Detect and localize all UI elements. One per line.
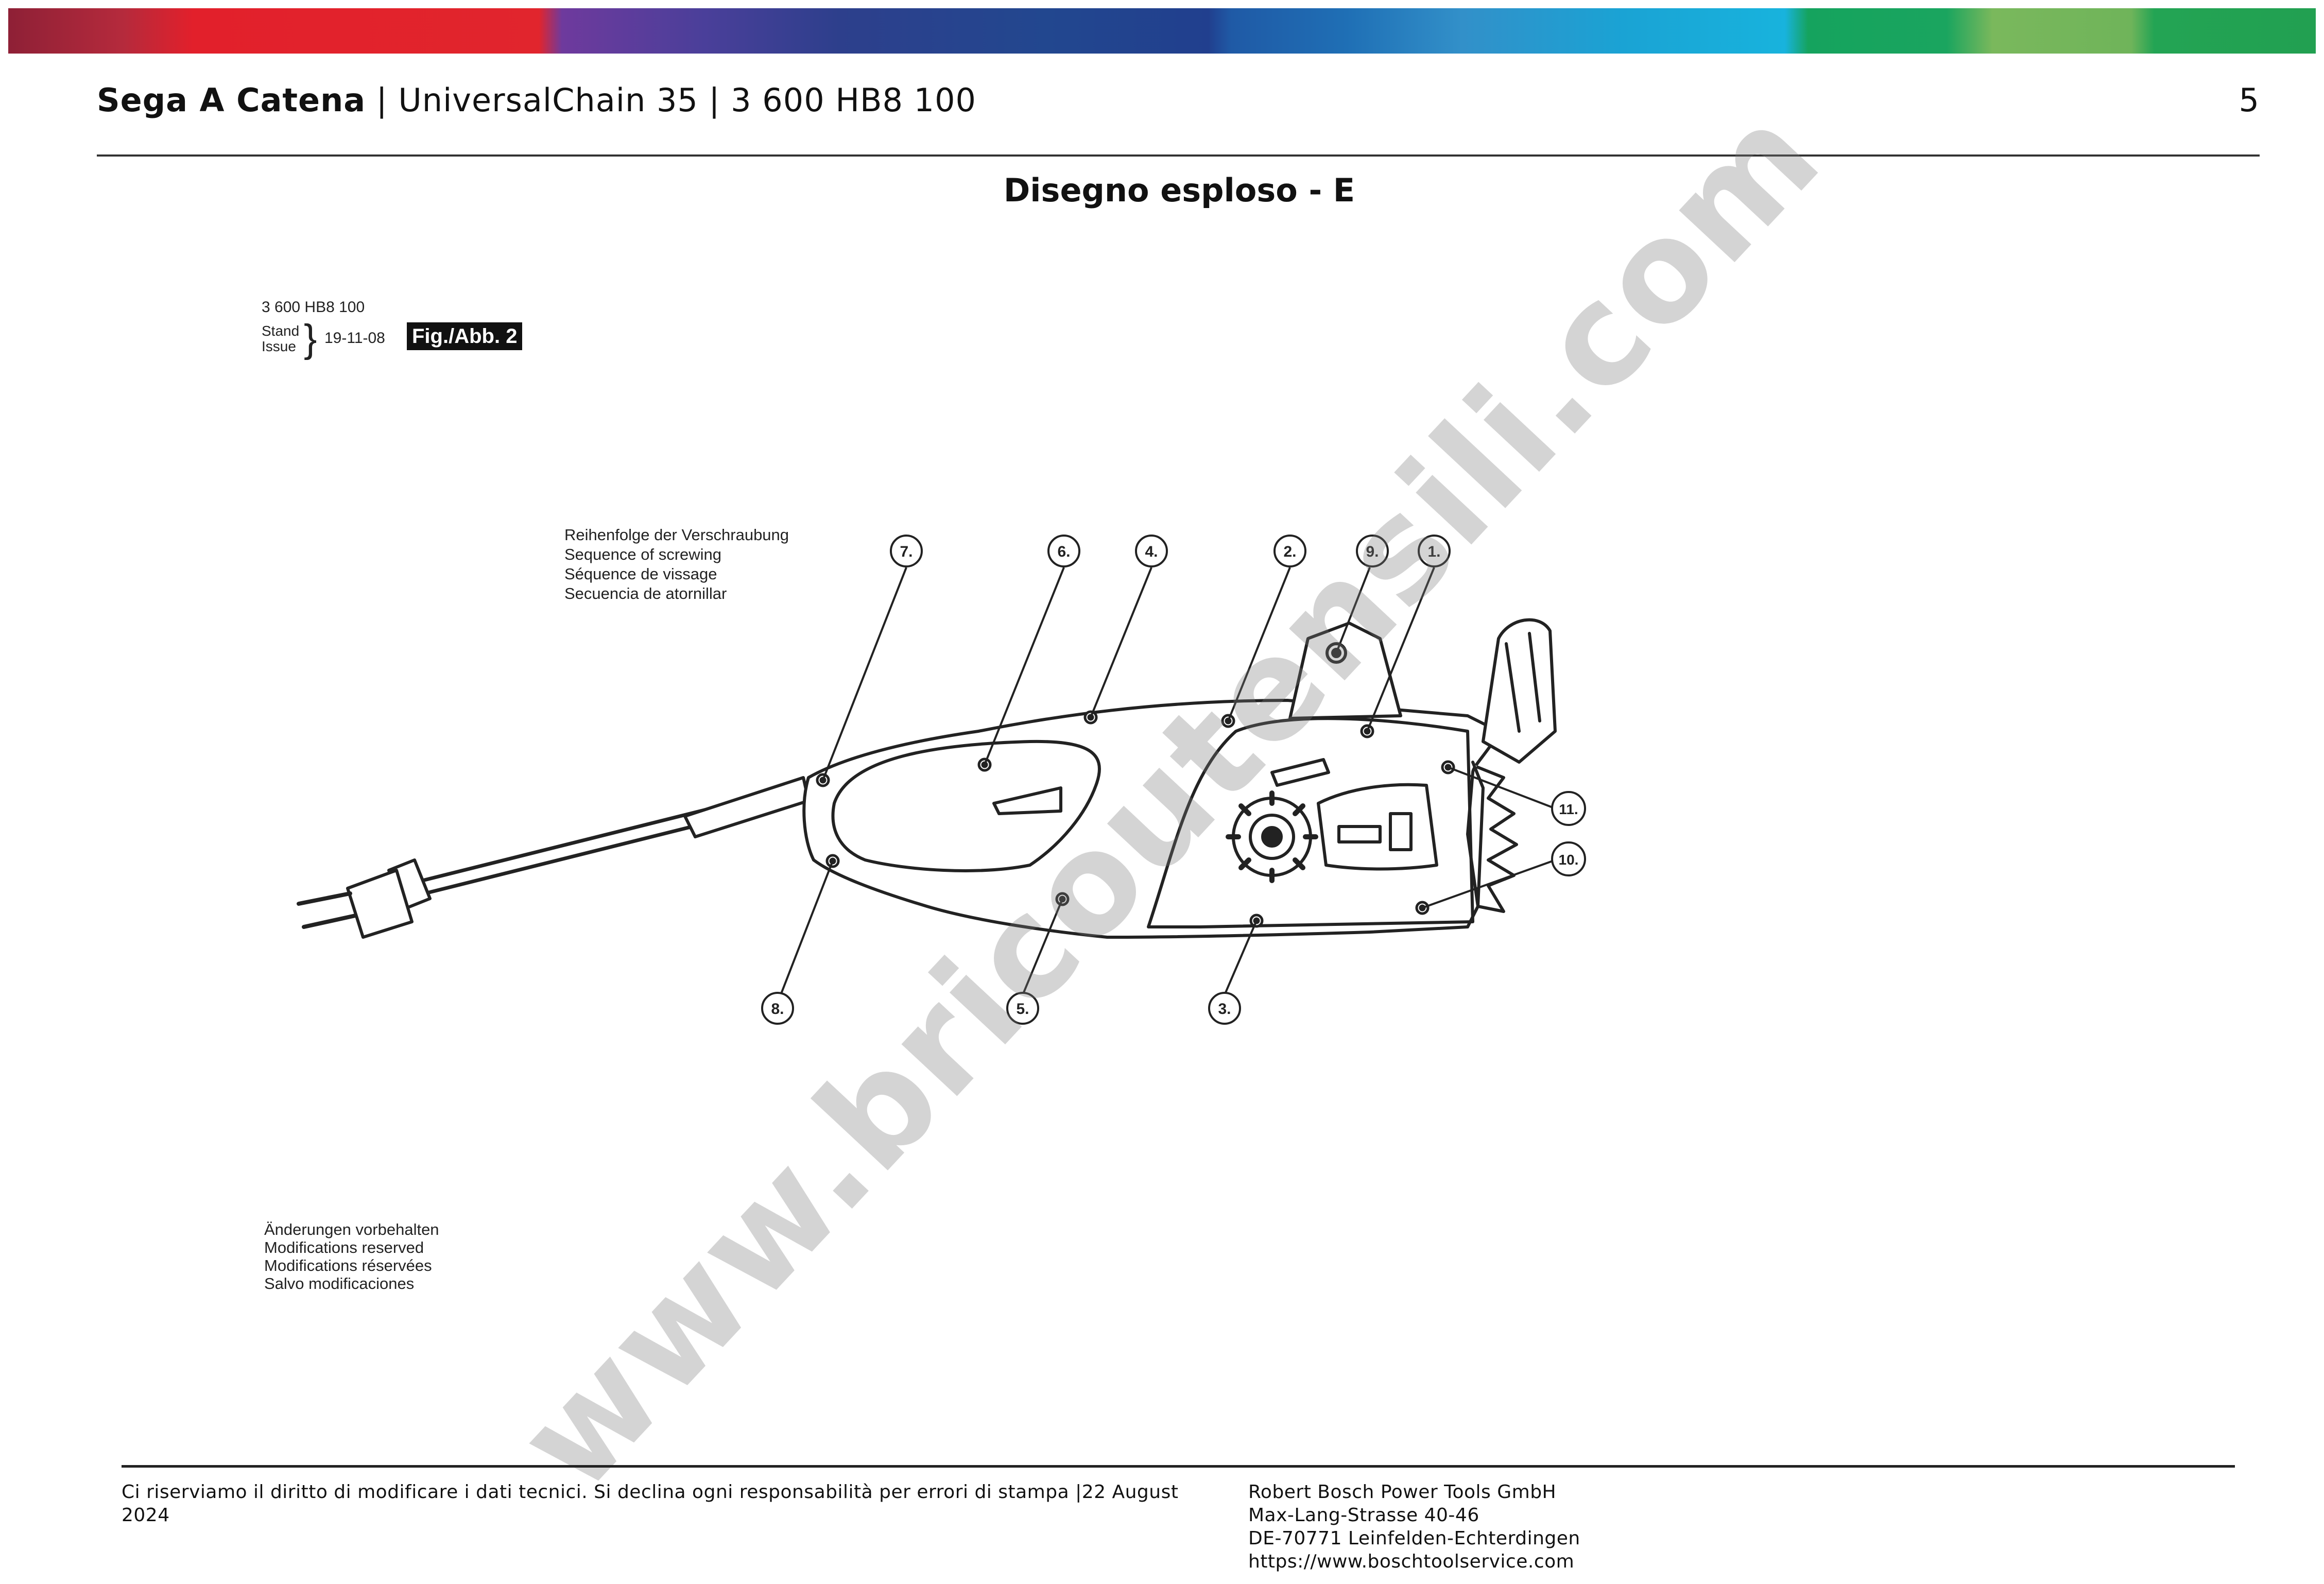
callout-label-11: 11. (1559, 801, 1578, 817)
callout-10 (1551, 841, 1586, 876)
side-cover (1147, 717, 1474, 928)
note-line: Modifications réservées (264, 1256, 432, 1275)
figure-part-number: 3 600 HB8 100 (262, 299, 365, 316)
callout-leaders (780, 567, 1553, 995)
power-cable (420, 804, 726, 896)
callout-1 (1418, 535, 1451, 567)
bumper-spike (1471, 761, 1518, 913)
callout-label-3: 3. (1218, 1001, 1231, 1018)
street-address: Max-Lang-Strasse 40-46 (1248, 1505, 1479, 1526)
header-divider (97, 154, 2260, 157)
figure-label: Fig./Abb. 2 (407, 322, 523, 350)
tension-wheel-icon (1226, 790, 1318, 883)
footer-address: Robert Bosch Power Tools GmbH Max-Lang-S… (1248, 1480, 1712, 1573)
footer-divider (122, 1465, 2235, 1468)
note-line: Séquence de vissage (564, 565, 717, 583)
city-address: DE-70771 Leinfelden-Echterdingen (1248, 1528, 1580, 1549)
callout-label-8: 8. (771, 1001, 784, 1018)
header-separator: | (366, 81, 399, 119)
callout-6 (1047, 535, 1080, 567)
section-title: Disegno esploso - E (1003, 171, 1355, 209)
part-number: 3 600 HB8 100 (731, 81, 977, 119)
website-link[interactable]: https://www.boschtoolservice.com (1248, 1551, 1575, 1572)
screwing-sequence-note: Reihenfolge der Verschraubung Sequence o… (564, 525, 873, 604)
callout-label-2: 2. (1283, 543, 1296, 560)
product-name: Sega A Catena (97, 81, 366, 119)
power-plug-icon (297, 858, 432, 939)
issue-label: Issue (262, 338, 296, 354)
note-line: Änderungen vorbehalten (264, 1220, 439, 1238)
callout-label-4: 4. (1145, 543, 1158, 560)
page-header: Sega A Catena | UniversalChain 35 | 3 60… (97, 77, 2260, 124)
callout-label-1: 1. (1427, 543, 1440, 560)
stand-label: Stand (262, 323, 300, 339)
callout-label-10: 10. (1559, 852, 1579, 868)
modifications-note: Änderungen vorbehalten Modifications res… (264, 1220, 573, 1293)
callout-5 (1006, 992, 1039, 1025)
callout-circles (761, 535, 1586, 1025)
note-line: Secuencia de atornillar (564, 584, 727, 602)
note-line: Reihenfolge der Verschraubung (564, 526, 789, 544)
figure-date: 19-11-08 (324, 330, 385, 347)
note-line: Salvo modificaciones (264, 1275, 415, 1293)
page-number: 5 (2239, 81, 2260, 119)
callout-label-5: 5. (1016, 1001, 1029, 1018)
callout-label-7: 7. (900, 543, 913, 560)
note-line: Sequence of screwing (564, 545, 722, 563)
callout-2 (1273, 535, 1306, 567)
handle-opening (831, 739, 1101, 872)
callout-label-6: 6. (1057, 543, 1070, 560)
footer-disclaimer: Ci riserviamo il diritto di modificare i… (122, 1482, 1179, 1526)
note-line: Modifications reserved (264, 1238, 424, 1256)
front-hand-guard (1482, 618, 1557, 764)
company-name: Robert Bosch Power Tools GmbH (1248, 1482, 1557, 1503)
callout-9 (1356, 535, 1389, 567)
callout-7 (890, 535, 923, 567)
callout-4 (1135, 535, 1168, 567)
cable-strain-relief (683, 776, 810, 838)
figure-stand-issue: Stand Issue (262, 323, 299, 354)
callout-3 (1208, 992, 1241, 1025)
callout-11 (1551, 791, 1586, 826)
callout-label-9: 9. (1366, 543, 1379, 560)
model-name: UniversalChain 35 (398, 81, 698, 119)
brand-color-bar (8, 8, 2316, 54)
header-separator: | (698, 81, 731, 119)
top-bracket (1288, 622, 1402, 720)
brace-icon: } (304, 317, 317, 360)
callout-8 (761, 992, 794, 1025)
figure-metadata: 3 600 HB8 100 Stand Issue } 19-11-08 Fig… (262, 299, 571, 360)
